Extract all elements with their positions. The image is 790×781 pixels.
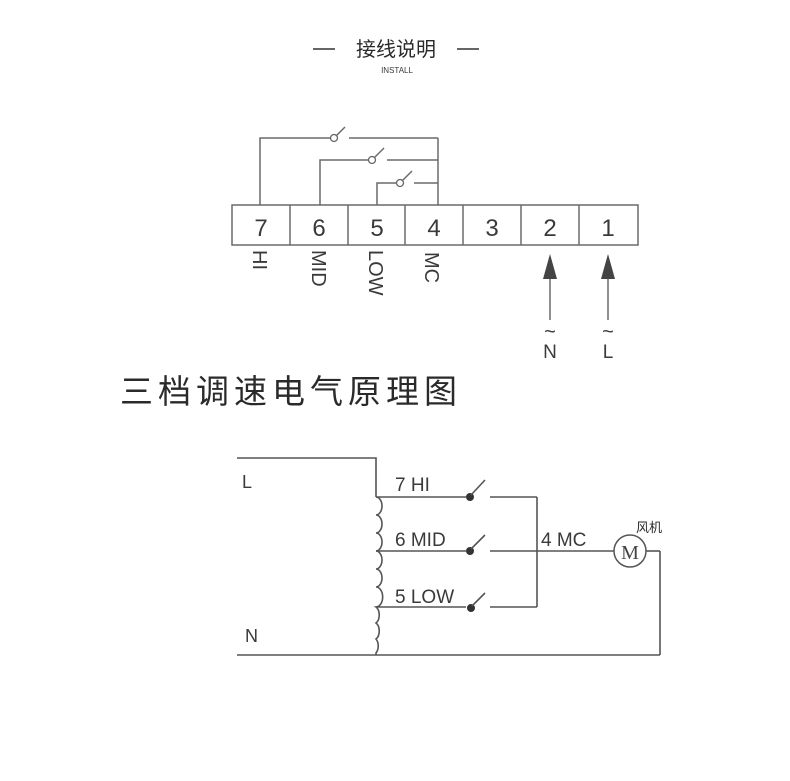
- common-label: 4 MC: [541, 530, 586, 551]
- power-input-n: ~ N: [543, 254, 557, 363]
- transformer-coil: [373, 496, 384, 655]
- terminal-block-frame: [231, 204, 639, 246]
- terminal-4: 4: [427, 215, 440, 242]
- switch-mid-contact: [367, 155, 377, 165]
- line-l-wire: [237, 457, 377, 497]
- label-line-l: L: [242, 472, 252, 492]
- motor-symbol: M: [621, 542, 639, 564]
- switch-wiring: [259, 126, 439, 205]
- terminal-1: 1: [601, 215, 614, 242]
- terminal-3: 3: [485, 215, 498, 242]
- switch-hi-lever: [335, 126, 346, 137]
- terminal-7: 7: [254, 215, 267, 242]
- section-title: 三档调速电气原理图: [120, 372, 462, 411]
- terminal-block: 7 6 5 4 3 2 1 HI MID LOW MC: [231, 204, 639, 296]
- motor-label: 风机: [636, 521, 662, 536]
- page-title: 接线说明: [356, 37, 436, 61]
- terminal-6: 6: [312, 215, 325, 242]
- input-label-l: L: [603, 342, 614, 363]
- tilde-l: ~: [602, 321, 614, 343]
- label-hi: HI: [248, 250, 270, 270]
- switch-low-lever: [401, 170, 413, 182]
- label-line-n: N: [245, 626, 258, 646]
- tap-low-label: 5 LOW: [395, 587, 454, 608]
- label-mc: MC: [420, 252, 442, 283]
- label-low: LOW: [364, 250, 386, 296]
- label-mid: MID: [307, 250, 329, 287]
- switch-mid-lever: [373, 147, 385, 159]
- tap-mid-label: 6 MID: [395, 530, 446, 551]
- tilde-n: ~: [544, 321, 556, 343]
- arrow-up-icon: [601, 254, 615, 279]
- power-input-l: ~ L: [601, 254, 615, 363]
- input-label-n: N: [543, 342, 557, 363]
- schematic: L N 7 HI 6 MID 5 LOW 4 MC M 风机: [237, 457, 662, 656]
- page-subtitle: INSTALL: [381, 66, 413, 75]
- terminal-2: 2: [543, 215, 556, 242]
- header: 接线说明 INSTALL: [313, 37, 479, 75]
- switch-hi-contact: [329, 133, 339, 143]
- switch-low-contact: [395, 178, 405, 188]
- arrow-up-icon: [543, 254, 557, 279]
- terminal-5: 5: [370, 215, 383, 242]
- tap-hi-label: 7 HI: [395, 475, 430, 496]
